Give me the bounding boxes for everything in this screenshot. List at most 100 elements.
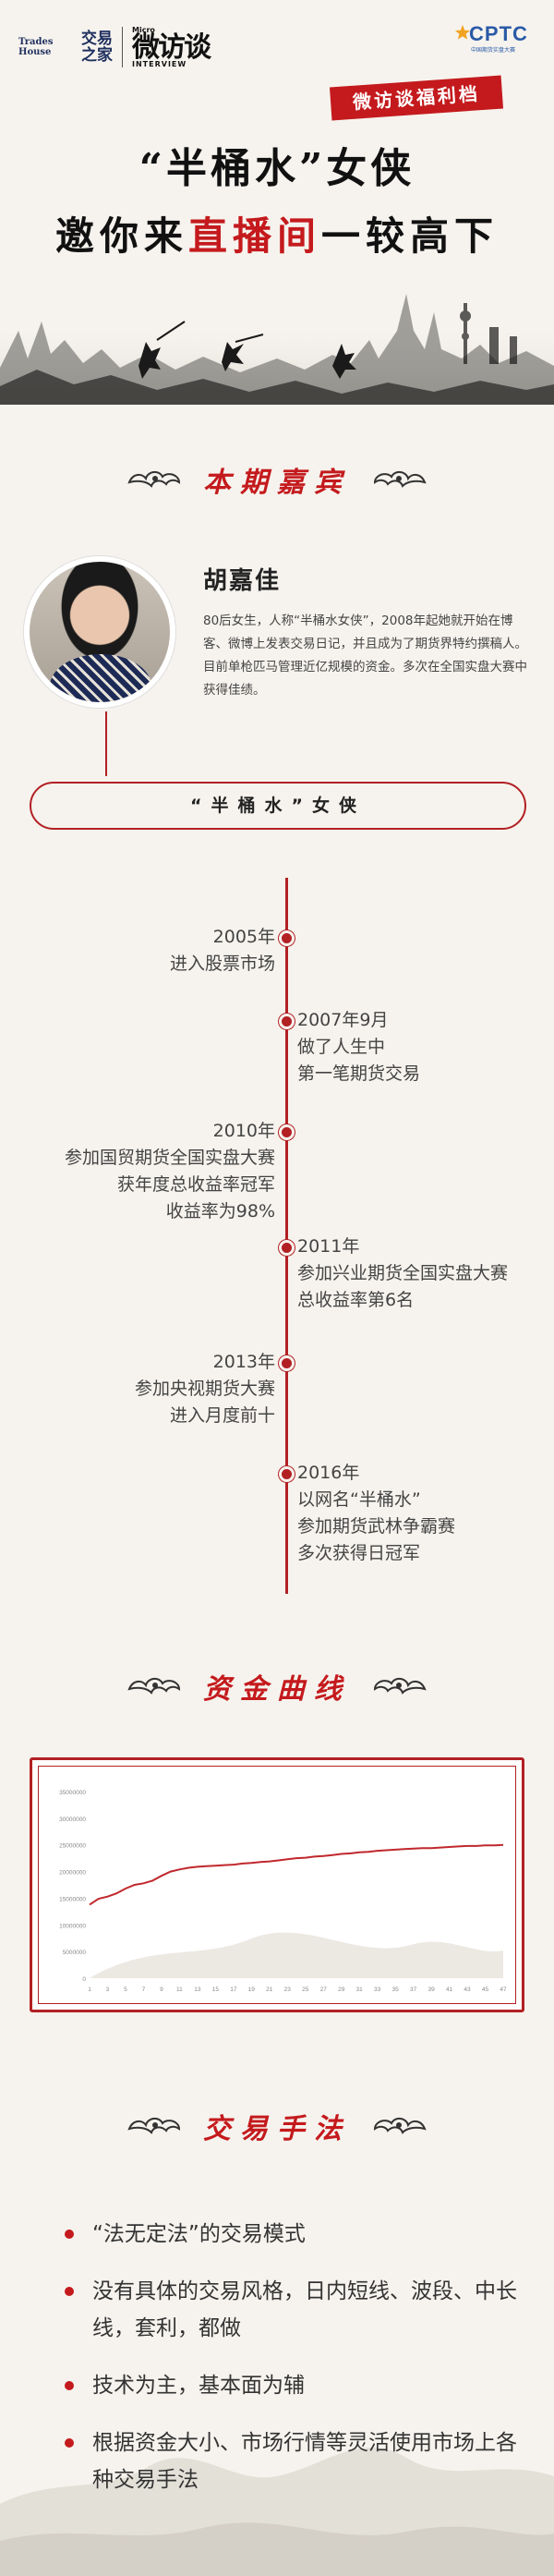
timeline-event: 2011年参加兴业期货全国实盘大赛总收益率第6名 — [297, 1233, 508, 1314]
cloud-ornament-right-icon — [373, 471, 427, 488]
y-tick-label: 25000000 — [59, 1843, 86, 1850]
x-tick-label: 45 — [482, 1987, 489, 1993]
main-title-line1: “半桶水”女侠 — [138, 145, 416, 192]
x-tick-label: 43 — [464, 1987, 471, 1993]
trades-house-logo-text: Trades House — [18, 37, 54, 57]
cloud-ornament-right-icon — [373, 1678, 427, 1695]
x-tick-label: 25 — [302, 1987, 309, 1993]
bullet-dot-icon — [65, 2230, 74, 2239]
timeline-axis — [285, 878, 288, 1594]
trades-house-logo-chinese: 交易之家 — [81, 30, 113, 65]
timeline-dot — [279, 1014, 295, 1029]
x-tick-label: 1 — [88, 1987, 91, 1993]
ink-mountain-decoration — [0, 2448, 554, 2576]
y-tick-label: 15000000 — [59, 1896, 86, 1902]
bullet-dot-icon — [65, 2287, 74, 2296]
guest-title-bar: “半桶水”女侠 — [30, 782, 526, 830]
x-tick-label: 21 — [266, 1987, 273, 1993]
timeline-event: 2016年以网名“半桶水”参加期货武林争霸赛多次获得日冠军 — [297, 1460, 455, 1567]
timeline-date: 2013年 — [212, 1352, 275, 1372]
timeline-event: 2010年参加国贸期货全国实盘大赛获年度总收益率冠军收益率为98% — [65, 1118, 275, 1225]
chart-background-mountain — [90, 1932, 503, 1978]
main-title-line2: 邀你来直播间一较高下 — [0, 205, 554, 261]
method-item: 根据资金大小、市场行情等灵活使用市场上各种交易手法 — [65, 2424, 517, 2498]
bullet-dot-icon — [65, 2438, 74, 2448]
timeline-text: 获年度总收益率冠军 — [116, 1174, 275, 1195]
micro-logo-big: 微访谈 — [132, 31, 211, 64]
x-tick-label: 9 — [160, 1987, 163, 1993]
x-tick-label: 13 — [194, 1987, 201, 1993]
timeline-text: 总收益率第6名 — [297, 1290, 415, 1310]
header-logos-left: Trades House 交易之家 Micro 微访谈 INTERVIEW — [18, 26, 211, 68]
method-text: 技术为主，基本面为辅 — [92, 2374, 305, 2398]
title-part-c: 一较高下 — [321, 213, 500, 259]
x-tick-label: 37 — [410, 1987, 417, 1993]
x-tick-label: 33 — [374, 1987, 381, 1993]
timeline-text: 第一笔期货交易 — [297, 1063, 421, 1084]
y-tick-label: 0 — [82, 1976, 86, 1983]
timeline-dot — [279, 930, 295, 946]
method-section-heading: 交易手法 — [0, 2103, 554, 2149]
method-heading-text: 交易手法 — [203, 2113, 351, 2145]
title-part-b: 直播间 — [187, 213, 321, 259]
logo-divider — [122, 27, 123, 67]
timeline-dot — [279, 1466, 295, 1482]
timeline-text: 参加央视期货大赛 — [134, 1379, 275, 1399]
method-text: 没有具体的交易风格，日内短线、波段、中长线，套利，都做 — [92, 2279, 517, 2340]
method-list: “法无定法”的交易模式没有具体的交易风格，日内短线、波段、中长线，套利，都做技术… — [65, 2216, 517, 2519]
timeline-date: 2007年9月 — [297, 1010, 389, 1030]
guest-avatar — [24, 556, 175, 708]
timeline-event: 2013年参加央视期货大赛进入月度前十 — [135, 1349, 275, 1429]
y-tick-label: 30000000 — [59, 1817, 86, 1823]
x-tick-label: 5 — [124, 1987, 127, 1993]
timeline-text: 多次获得日冠军 — [297, 1543, 421, 1563]
micro-logo-small: Micro — [132, 26, 155, 34]
method-item: 技术为主，基本面为辅 — [65, 2367, 517, 2404]
x-tick-label: 15 — [212, 1987, 220, 1993]
timeline-text: 进入股票市场 — [169, 954, 275, 974]
timeline-date: 2005年 — [212, 927, 275, 947]
chart-heading-text: 资金曲线 — [203, 1673, 351, 1706]
avatar-connector-line — [105, 711, 107, 776]
x-tick-label: 19 — [248, 1987, 256, 1993]
method-item: “法无定法”的交易模式 — [65, 2216, 517, 2253]
guest-bio: 80后女生，人称“半桶水女侠”，2008年起她就开始在博客、微博上发表交易日记，… — [203, 614, 527, 698]
x-tick-label: 31 — [356, 1987, 364, 1993]
timeline-text: 参加兴业期货全国实盘大赛 — [297, 1263, 509, 1283]
timeline-text: 以网名“半桶水” — [297, 1489, 421, 1510]
micro-logo-english: INTERVIEW — [132, 60, 187, 68]
x-tick-label: 7 — [142, 1987, 146, 1993]
timeline-dot — [279, 1240, 295, 1256]
timeline-event: 2005年进入股票市场 — [170, 924, 275, 978]
x-tick-label: 23 — [284, 1987, 292, 1993]
cloud-ornament-left-icon — [127, 471, 181, 488]
chart-section-heading: 资金曲线 — [0, 1663, 554, 1709]
guest-title-text: “半桶水”女侠 — [190, 796, 366, 816]
y-tick-label: 5000000 — [63, 1950, 87, 1956]
timeline-text: 做了人生中 — [297, 1037, 386, 1057]
x-tick-label: 27 — [320, 1987, 328, 1993]
bullet-dot-icon — [65, 2381, 74, 2390]
timeline-text: 参加期货武林争霸赛 — [297, 1516, 456, 1537]
cloud-ornament-left-icon — [127, 2118, 181, 2134]
timeline-event: 2007年9月做了人生中第一笔期货交易 — [297, 1007, 420, 1088]
guest-heading-text: 本期嘉宾 — [203, 467, 351, 499]
x-tick-label: 3 — [106, 1987, 110, 1993]
x-tick-label: 47 — [500, 1987, 507, 1993]
x-tick-label: 17 — [230, 1987, 237, 1993]
cloud-ornament-right-icon — [373, 2118, 427, 2134]
title-part-a: 邀你来 — [54, 213, 188, 259]
x-tick-label: 11 — [176, 1987, 183, 1993]
ink-skyline-illustration — [0, 294, 554, 405]
y-tick-label: 20000000 — [59, 1870, 86, 1877]
x-tick-label: 35 — [392, 1987, 400, 1993]
cptc-logo-subtext: 中国期货实盘大赛 — [470, 47, 515, 54]
x-tick-label: 39 — [428, 1987, 435, 1993]
cptc-star-icon — [454, 24, 471, 40]
timeline-dot — [279, 1355, 295, 1371]
guest-section-heading: 本期嘉宾 — [0, 456, 554, 503]
x-tick-label: 41 — [446, 1987, 453, 1993]
capital-curve-svg: 0500000010000000150000002000000025000000… — [59, 1790, 507, 1993]
